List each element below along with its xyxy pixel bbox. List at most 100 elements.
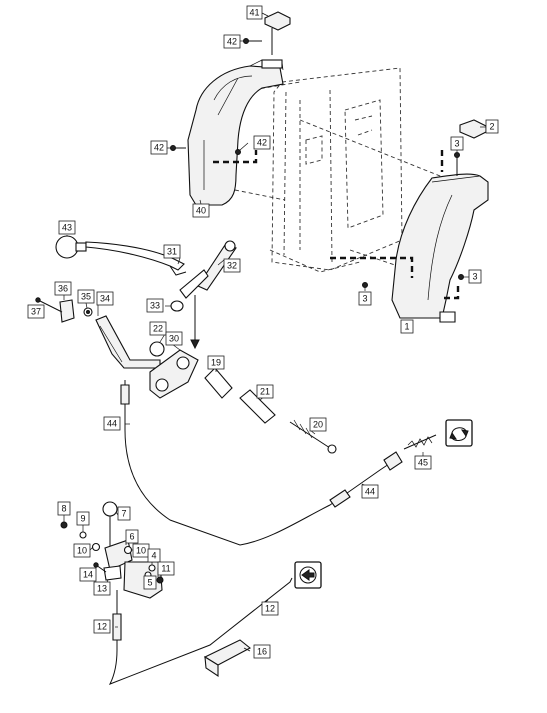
svg-text:45: 45 xyxy=(418,458,428,468)
callout-10: 10 xyxy=(73,543,91,558)
knob-7 xyxy=(102,501,118,548)
callout-3: 3 xyxy=(450,136,464,151)
callout-32: 32 xyxy=(223,258,241,273)
callout-3: 3 xyxy=(358,291,372,306)
svg-text:10: 10 xyxy=(77,546,87,556)
callout-6: 6 xyxy=(125,529,139,544)
callout-42: 42 xyxy=(223,34,241,49)
callout-40: 40 xyxy=(192,203,210,218)
callout-21: 21 xyxy=(256,384,274,399)
svg-text:3: 3 xyxy=(472,272,477,282)
svg-text:37: 37 xyxy=(31,307,41,317)
screw-8 xyxy=(60,521,68,529)
callout-12: 12 xyxy=(93,619,111,634)
spring-45 xyxy=(403,434,437,450)
callout-33: 33 xyxy=(146,298,164,313)
svg-text:40: 40 xyxy=(196,206,206,216)
spacer-22 xyxy=(149,341,165,357)
svg-text:44: 44 xyxy=(365,487,375,497)
svg-text:10: 10 xyxy=(136,546,146,556)
right-cover-part-1 xyxy=(391,173,489,323)
svg-text:20: 20 xyxy=(313,420,323,430)
svg-text:22: 22 xyxy=(153,324,163,334)
screw-14 xyxy=(93,562,107,573)
callout-42: 42 xyxy=(150,140,168,155)
callout-13: 13 xyxy=(93,581,111,596)
callout-31: 31 xyxy=(163,244,181,259)
svg-text:6: 6 xyxy=(129,532,134,542)
svg-text:30: 30 xyxy=(169,334,179,344)
plate-13 xyxy=(103,565,122,581)
callout-43: 43 xyxy=(58,220,76,235)
washer-10-left xyxy=(91,542,101,552)
nut-35 xyxy=(83,307,93,317)
svg-text:35: 35 xyxy=(81,292,91,302)
svg-text:3: 3 xyxy=(362,294,367,304)
svg-text:31: 31 xyxy=(167,247,177,257)
callout-9: 9 xyxy=(76,511,90,526)
svg-text:33: 33 xyxy=(150,301,160,311)
bolt-20 xyxy=(289,419,337,454)
svg-text:19: 19 xyxy=(211,358,221,368)
callout-19: 19 xyxy=(207,355,225,370)
callout-20: 20 xyxy=(309,417,327,432)
svg-text:43: 43 xyxy=(62,223,72,233)
callout-22: 22 xyxy=(149,321,167,336)
callout-10: 10 xyxy=(132,543,150,558)
callout-labels: 41 42 42 42 40 2 3 3 3 1 43 31 32 33 36 … xyxy=(27,5,499,659)
left-cover-part-40 xyxy=(187,59,284,206)
knob-41 xyxy=(264,11,291,55)
callout-11: 11 xyxy=(157,561,175,576)
leader-arrow-30 xyxy=(190,295,200,350)
screw-3-lower xyxy=(330,256,414,288)
svg-text:34: 34 xyxy=(100,294,110,304)
callout-35: 35 xyxy=(77,289,95,304)
screw-42-top xyxy=(243,38,262,44)
callout-37: 37 xyxy=(27,304,45,319)
svg-text:12: 12 xyxy=(265,604,275,614)
svg-text:2: 2 xyxy=(489,122,494,132)
washer-9 xyxy=(79,531,87,539)
svg-text:3: 3 xyxy=(454,139,459,149)
svg-text:12: 12 xyxy=(97,622,107,632)
screw-37 xyxy=(35,297,63,313)
svg-text:8: 8 xyxy=(61,504,66,514)
svg-text:11: 11 xyxy=(161,564,170,574)
rotate-arrows-icon xyxy=(445,419,473,447)
callout-1: 1 xyxy=(400,319,414,334)
callout-3: 3 xyxy=(468,269,482,284)
svg-text:21: 21 xyxy=(260,387,270,397)
svg-text:32: 32 xyxy=(227,261,237,271)
bracket-36 xyxy=(59,299,75,323)
callout-36: 36 xyxy=(54,281,72,296)
bracket-16 xyxy=(203,639,251,678)
svg-text:42: 42 xyxy=(154,143,164,153)
nut-4 xyxy=(148,564,156,572)
callout-45: 45 xyxy=(414,455,432,470)
svg-text:5: 5 xyxy=(147,578,152,588)
screw-3-top xyxy=(440,150,460,176)
svg-text:7: 7 xyxy=(121,509,126,519)
callout-42: 42 xyxy=(253,135,271,150)
spacer-19 xyxy=(204,367,233,399)
nut-11 xyxy=(156,576,164,584)
cable-44 xyxy=(120,380,403,546)
svg-text:42: 42 xyxy=(227,37,237,47)
callout-12: 12 xyxy=(261,601,279,616)
knob-2 xyxy=(459,119,487,139)
link-plate-30 xyxy=(149,349,199,399)
callout-16: 16 xyxy=(253,644,271,659)
knob-43 xyxy=(55,235,87,259)
callout-4: 4 xyxy=(147,548,161,563)
direction-arrow-icon xyxy=(294,561,322,589)
callout-30: 30 xyxy=(165,331,183,346)
svg-text:9: 9 xyxy=(80,514,85,524)
svg-text:41: 41 xyxy=(249,8,259,18)
callout-14: 14 xyxy=(79,567,97,582)
callout-2: 2 xyxy=(485,119,499,134)
shift-rod-31 xyxy=(85,241,187,276)
svg-text:1: 1 xyxy=(404,322,409,332)
callout-34: 34 xyxy=(96,291,114,306)
screw-42-mid xyxy=(213,149,258,164)
